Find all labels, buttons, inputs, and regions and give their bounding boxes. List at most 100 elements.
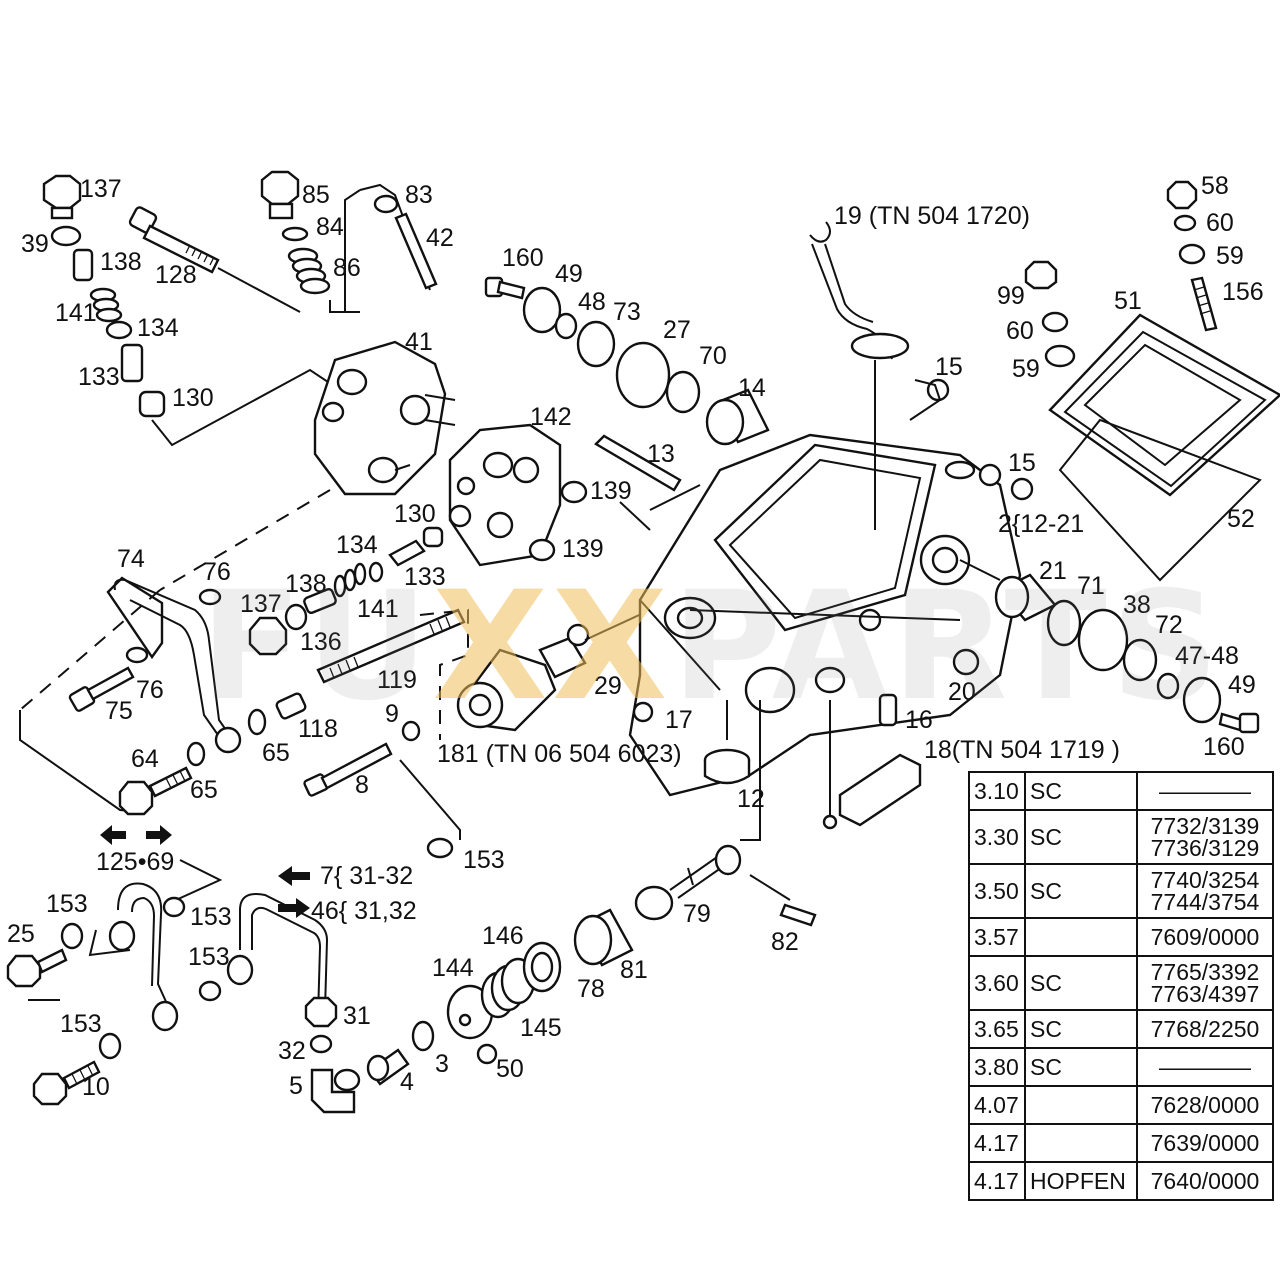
callout-18: 18(TN 504 1719 ) (924, 736, 1120, 764)
serial-number: 7740/3254 (1150, 867, 1260, 893)
callout-83: 83 (405, 181, 433, 209)
bolt-10 (32, 1060, 101, 1106)
washer-60 (1041, 311, 1069, 333)
version-cell: 3.10 (968, 771, 1026, 811)
shaft-79 (669, 844, 742, 899)
type-cell (1024, 1085, 1138, 1125)
callout-76: 76 (136, 676, 164, 704)
sleeve-138 (72, 248, 94, 282)
callout-72: 72 (1155, 611, 1183, 639)
type-cell: SC (1024, 955, 1138, 1011)
type-cell: SC (1024, 771, 1138, 811)
bolt-160 (484, 276, 526, 300)
callout-64: 64 (131, 745, 159, 773)
callout-99: 99 (997, 282, 1025, 310)
callout-48: 48 (578, 288, 606, 316)
callout-78: 78 (577, 975, 605, 1003)
spring-141 (89, 287, 123, 323)
bolt-75 (68, 666, 135, 712)
washer-9 (401, 720, 421, 742)
serial-number: 7765/3392 (1150, 959, 1260, 985)
cap-83 (373, 194, 399, 214)
seal-153 (60, 922, 84, 950)
serial-number: 7628/0000 (1150, 1092, 1260, 1118)
serial-number: 7640/0000 (1150, 1168, 1260, 1194)
leader-line (217, 267, 301, 313)
version-cell: 3.57 (968, 917, 1026, 957)
version-cell: 3.30 (968, 809, 1026, 865)
callout-27: 27 (663, 316, 691, 344)
sleeve-118 (275, 692, 307, 720)
cap-nut-137 (42, 174, 82, 220)
callout-128: 128 (155, 261, 197, 289)
callout-39: 39 (21, 230, 49, 258)
type-cell: SC (1024, 1047, 1138, 1087)
callout-76: 76 (203, 558, 231, 586)
washer-39 (50, 225, 82, 247)
spring-141 (333, 562, 367, 598)
callout-20: 20 (948, 678, 976, 706)
leader-line (740, 700, 761, 841)
shim-48 (554, 312, 578, 340)
sleeve-138 (303, 587, 337, 615)
seal-134 (105, 320, 133, 340)
valve-body-41 (313, 340, 456, 496)
seal-153 (198, 980, 222, 1002)
version-cell: 4.17 (968, 1123, 1026, 1163)
serial-number: 7639/0000 (1150, 1130, 1260, 1156)
callout-13: 13 (647, 440, 675, 468)
dashed-leader (419, 608, 469, 740)
callout-81: 81 (620, 956, 648, 984)
oil-pan-51 (1048, 313, 1280, 497)
ring-72 (1122, 638, 1158, 682)
ring-73 (576, 320, 616, 368)
callout-86: 86 (333, 254, 361, 282)
callout-141: 141 (357, 595, 399, 623)
plug-99 (1024, 260, 1058, 290)
callout-32: 32 (278, 1037, 306, 1065)
plug-20 (952, 648, 980, 676)
callout-79: 79 (683, 900, 711, 928)
seal-153 (98, 1032, 122, 1060)
callout-labels: 137 39 138 141 134 133 130 128 85 84 86 … (7, 172, 1264, 1101)
type-cell (1024, 917, 1138, 957)
callout-58: 58 (1201, 172, 1229, 200)
serial-cell: 7768/2250 (1136, 1009, 1274, 1049)
callout-49: 49 (555, 260, 583, 288)
seal-59 (1044, 344, 1076, 368)
piston-133 (120, 343, 144, 383)
table-row: 4.17 7639/0000 (968, 1123, 1274, 1163)
cup-81 (573, 908, 634, 967)
callout-38: 38 (1123, 591, 1151, 619)
pipe-125 (108, 882, 179, 1032)
callout-59: 59 (1012, 355, 1040, 383)
valve-plate-144 (446, 984, 494, 1040)
callout-137: 137 (80, 175, 122, 203)
callout-14: 14 (738, 374, 766, 402)
version-cell: 3.50 (968, 863, 1026, 919)
callout-7: 7{ 31-32 (320, 862, 413, 890)
callout-8: 8 (355, 771, 369, 799)
dashed-leader (19, 589, 161, 711)
washer-65 (186, 741, 206, 767)
bearing-14 (705, 388, 770, 446)
nut-58 (1166, 180, 1198, 210)
serial-cell: 7628/0000 (1136, 1085, 1274, 1125)
washer-3 (411, 1020, 435, 1052)
pin-13 (594, 434, 682, 531)
ring-32 (309, 1034, 333, 1054)
callout-134: 134 (336, 531, 378, 559)
plug-139 (528, 538, 556, 562)
pin-16 (878, 693, 898, 727)
callout-70: 70 (699, 342, 727, 370)
callout-25: 25 (7, 920, 35, 948)
piston-134 (388, 539, 426, 567)
leader-line (749, 874, 791, 901)
type-cell: SC (1024, 1009, 1138, 1049)
callout-19: 19 (TN 504 1720) (834, 202, 1030, 230)
